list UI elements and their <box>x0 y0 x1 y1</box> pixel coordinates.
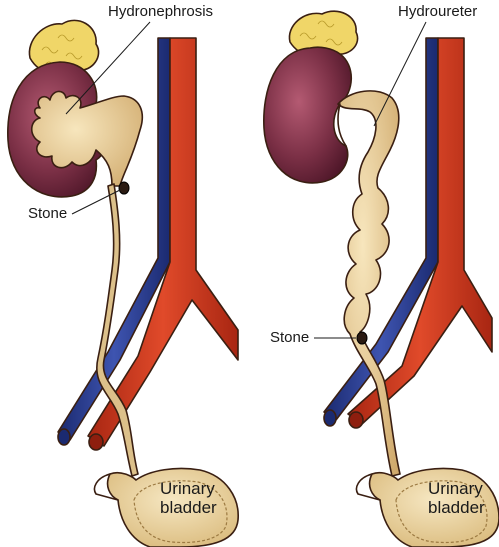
left-fat-texture <box>41 34 83 65</box>
bladder-label-right-line2: bladder <box>428 498 485 517</box>
hydroureter-label: Hydroureter <box>398 3 477 20</box>
right-fat-texture <box>299 20 343 46</box>
right-hydroureter <box>337 90 401 477</box>
left-dilated-renal-pelvis <box>30 90 144 187</box>
left-panel: Hydronephrosis Stone Urinary bladder <box>7 3 239 547</box>
hydronephrosis-label: Hydronephrosis <box>108 3 213 20</box>
left-bladder-inner-wall <box>133 480 228 544</box>
hydroureter-leader <box>373 21 427 127</box>
right-panel: Hydroureter Stone Urinary bladder <box>263 3 499 547</box>
stone-leader-left <box>71 189 121 215</box>
right-urethra-stub <box>355 473 381 501</box>
hydronephrosis-leader <box>65 21 151 115</box>
right-great-vessels <box>323 37 493 429</box>
left-artery-end <box>88 433 104 451</box>
right-stone <box>356 331 368 345</box>
left-stone <box>118 181 130 195</box>
bladder-label-right-line1: Urinary <box>428 479 483 498</box>
left-great-vessels <box>57 37 239 451</box>
right-aorta <box>347 37 493 425</box>
right-vein-end <box>323 409 337 427</box>
left-ureter <box>96 183 139 477</box>
left-urethra-stub <box>93 473 119 501</box>
stone-label-left: Stone <box>28 205 67 222</box>
bladder-label-left-line2: bladder <box>160 498 217 517</box>
stone-label-right: Stone <box>270 329 309 346</box>
right-kidney <box>263 46 352 184</box>
bladder-label-left-line1: Urinary <box>160 479 215 498</box>
left-vein-end <box>57 428 71 446</box>
right-bladder-inner-wall <box>395 480 488 544</box>
left-aorta <box>87 37 239 447</box>
right-artery-end <box>348 411 364 429</box>
right-pelvis-junction <box>337 103 347 147</box>
